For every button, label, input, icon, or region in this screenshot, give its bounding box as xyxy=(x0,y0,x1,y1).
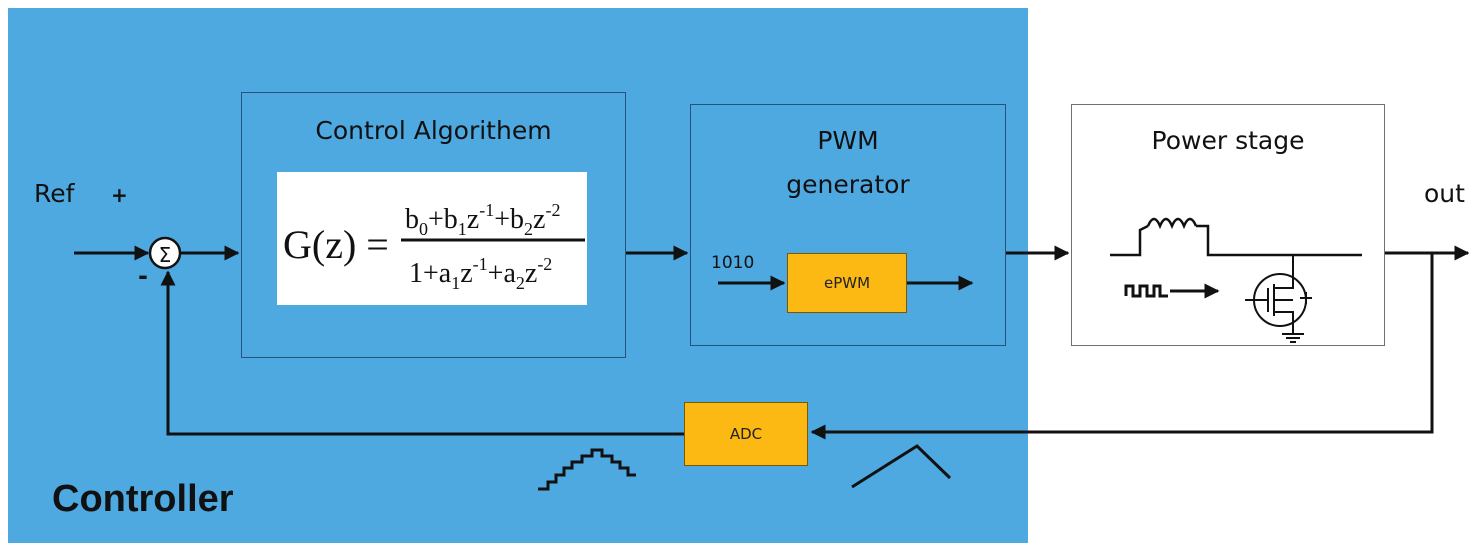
pulse-train-icon xyxy=(1124,284,1168,298)
out-label: out xyxy=(1424,179,1465,208)
transfer-function-formula: G(z) = b0+b1z-1+b2z-2 1+a1z-1+a2z-2 xyxy=(277,172,587,305)
mosfet-icon xyxy=(1245,255,1312,327)
pwm-title-line1: PWM xyxy=(817,126,879,155)
adc-to-sum-path xyxy=(160,270,684,436)
formula-numerator: b0+b1z-1+b2z-2 xyxy=(405,200,560,239)
formula-lhs: G(z) = xyxy=(283,222,389,267)
power-stage-block xyxy=(1071,104,1385,346)
ref-label: Ref xyxy=(34,179,75,208)
inductor-icon xyxy=(1110,217,1362,257)
triangle-waveform-icon xyxy=(851,444,952,489)
epwm-block: ePWM xyxy=(787,253,907,313)
plus-sign: + xyxy=(111,183,128,207)
formula-graphic: G(z) = b0+b1z-1+b2z-2 1+a1z-1+a2z-2 xyxy=(283,200,585,293)
pwm-title-line2: generator xyxy=(786,170,910,199)
sigma-symbol: Σ xyxy=(159,243,172,267)
feedback-to-adc-path xyxy=(810,253,1434,440)
staircase-waveform-icon xyxy=(538,448,636,491)
pwm-input-label: 1010 xyxy=(711,253,755,273)
controller-label: Controller xyxy=(52,478,234,520)
adc-block: ADC xyxy=(684,402,808,466)
ground-icon xyxy=(1282,322,1304,343)
power-stage-title: Power stage xyxy=(1151,126,1305,155)
control-algorithm-title: Control Algorithem xyxy=(315,116,552,145)
pwm-generator-block xyxy=(690,104,1006,346)
minus-sign: - xyxy=(138,262,148,290)
control-algorithm-block xyxy=(241,92,626,358)
